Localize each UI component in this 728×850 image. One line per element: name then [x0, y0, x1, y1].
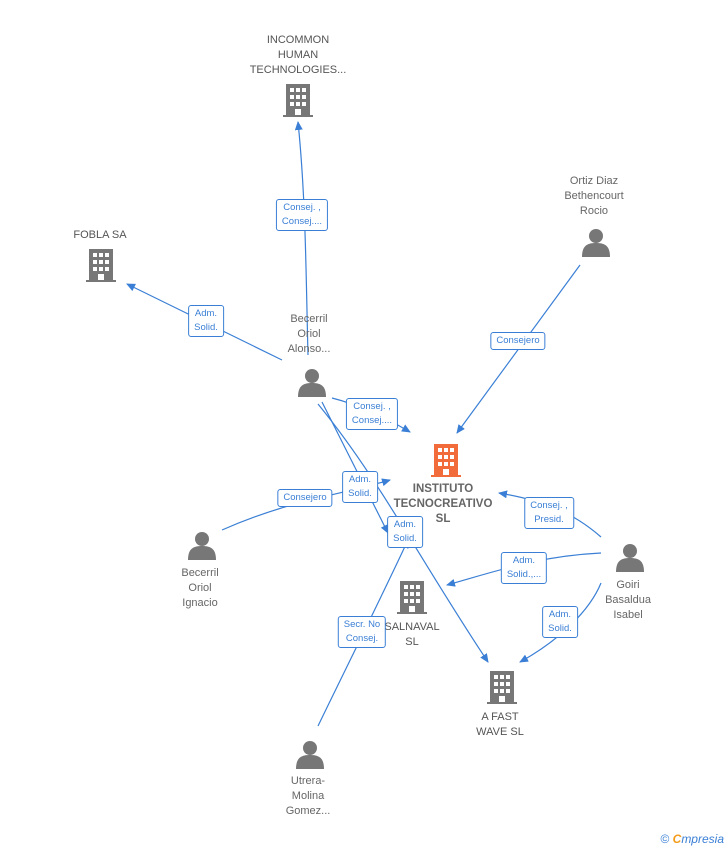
node-goiri[interactable]: Goiri Basaldua Isabel — [605, 579, 651, 621]
edge-label[interactable]: Consejero — [490, 332, 546, 350]
person-icon — [298, 369, 326, 397]
building-icon — [397, 581, 427, 614]
copyright-icon: © — [660, 832, 670, 846]
building-icon — [487, 671, 517, 704]
edge-label[interactable]: Adm. Solid. — [188, 305, 224, 337]
node-becerril-alonso[interactable]: Becerril Oriol Alonso... — [287, 313, 331, 355]
node-afastwave[interactable]: A FAST WAVE SL — [476, 711, 524, 738]
person-icon — [582, 229, 610, 257]
edge-label[interactable]: Adm. Solid. — [387, 516, 423, 548]
edge-label[interactable]: Consejero — [277, 489, 333, 507]
edge-label[interactable]: Consej. , Presid. — [524, 497, 574, 529]
edge-label[interactable]: Adm. Solid. — [342, 471, 378, 503]
node-ortiz[interactable]: Ortiz Diaz Bethencourt Rocio — [564, 175, 624, 217]
node-becerril-ignacio[interactable]: Becerril Oriol Ignacio — [181, 567, 219, 609]
building-icon-focus — [431, 444, 461, 477]
brand-logo-text: mpresia — [681, 832, 724, 846]
building-icon — [283, 84, 313, 117]
person-icon — [296, 741, 324, 769]
edge-line — [294, 121, 309, 356]
person-icon — [616, 544, 644, 572]
edge-label[interactable]: Consej. , Consej.... — [275, 199, 329, 231]
node-fobla[interactable]: FOBLA SA — [73, 229, 127, 241]
node-salnaval[interactable]: SALNAVAL SL — [384, 621, 440, 648]
edge-label[interactable]: Adm. Solid.,... — [500, 552, 548, 584]
node-incommon[interactable]: INCOMMON HUMAN TECHNOLOGIES... — [249, 34, 347, 76]
node-utrera[interactable]: Utrera- Molina Gomez... — [285, 775, 331, 817]
edge-label[interactable]: Consej. , Consej.... — [345, 398, 399, 430]
edge-label[interactable]: Secr. No Consej. — [337, 616, 387, 648]
brand-logo-letter: C — [672, 832, 682, 846]
node-instituto[interactable]: INSTITUTO TECNOCREATIVO SL — [393, 483, 493, 525]
footer-brand: © Cmpresia — [660, 832, 724, 846]
building-icon — [86, 249, 116, 282]
edge-label[interactable]: Adm. Solid. — [542, 606, 578, 638]
person-icon — [188, 532, 216, 560]
